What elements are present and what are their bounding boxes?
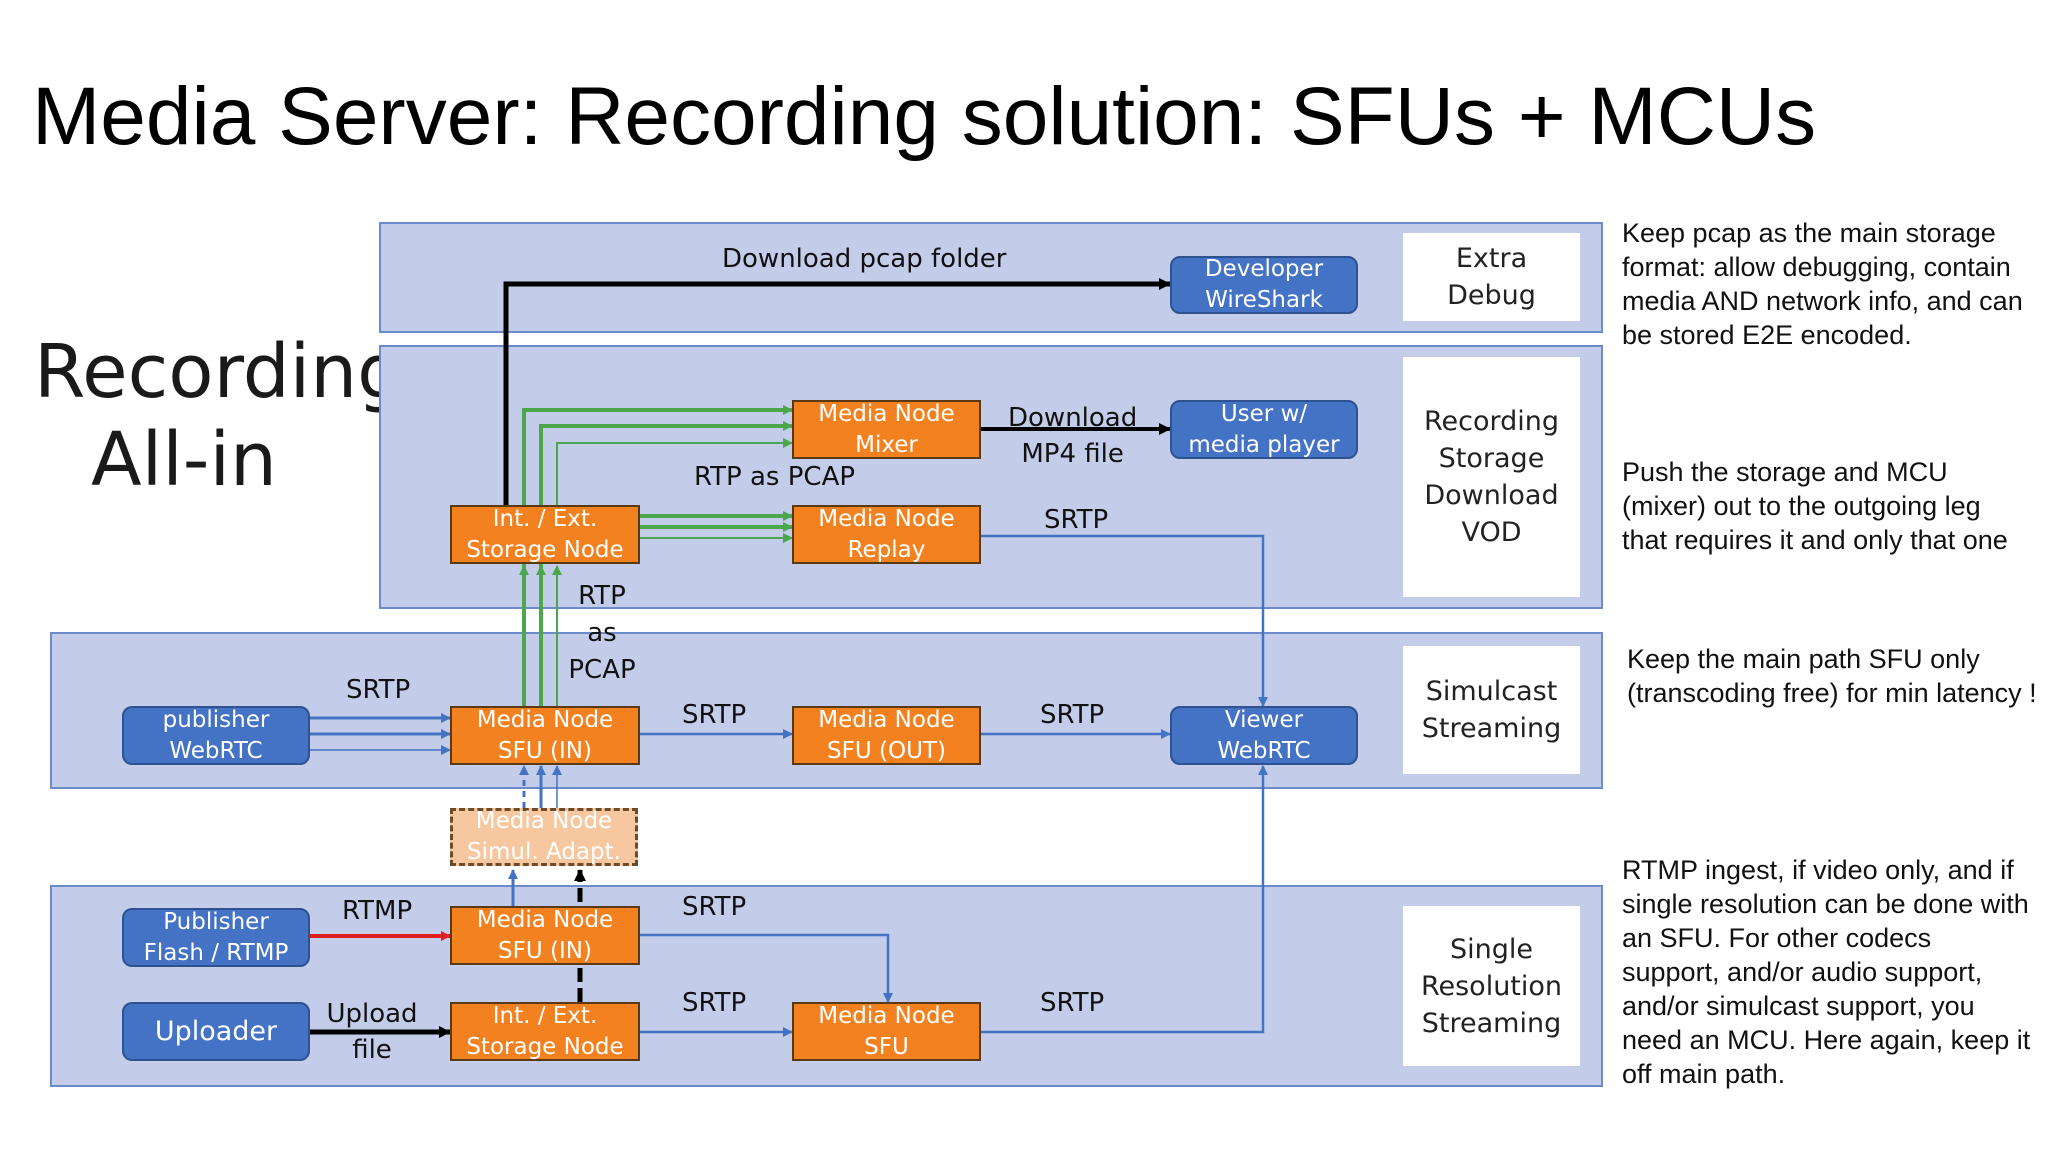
band-label-line: Download bbox=[1424, 480, 1559, 511]
node-label: WireShark bbox=[1205, 287, 1323, 313]
node-uploader: Uploader bbox=[122, 1002, 310, 1061]
edge-label-srtp-sfu-out-viewer: SRTP bbox=[1040, 700, 1105, 730]
edge-label-srtp-bottom-top: SRTP bbox=[682, 892, 747, 922]
page-title: Media Server: Recording solution: SFUs +… bbox=[32, 71, 1817, 162]
band-label-extra-debug: Extra Debug bbox=[1403, 233, 1580, 321]
edge-label-rtp-as-pcap: RTP as PCAP bbox=[694, 462, 856, 492]
band-label-line: Debug bbox=[1447, 280, 1536, 311]
side-title-line2: All-in bbox=[91, 417, 277, 503]
edge-label-line: Download bbox=[1008, 403, 1138, 433]
edge-label-srtp-bottom-right: SRTP bbox=[1040, 988, 1105, 1018]
node-label: SFU (IN) bbox=[498, 737, 592, 764]
band-label-line: VOD bbox=[1461, 517, 1522, 548]
edge-label-download-mp4: Download MP4 file bbox=[1008, 400, 1137, 472]
edge-label-upload-file: Upload file bbox=[322, 996, 422, 1068]
edge-label-line: Upload bbox=[326, 999, 418, 1029]
edge-label-line: as bbox=[587, 618, 617, 648]
edge-label-rtmp: RTMP bbox=[342, 896, 413, 926]
node-label: Storage Node bbox=[466, 1033, 624, 1060]
node-label: Media Node bbox=[818, 400, 955, 427]
edge-label-line: file bbox=[352, 1035, 392, 1065]
edge-label-line: RTP bbox=[578, 581, 626, 611]
node-storage-bottom: Int. / Ext. Storage Node bbox=[450, 1002, 640, 1061]
edge-label-download-pcap: Download pcap folder bbox=[722, 244, 1007, 274]
note-rtmp-ingest: RTMP ingest, if video only, and if singl… bbox=[1622, 855, 2031, 1089]
node-media-node-sfu-bottom: Media Node SFU bbox=[792, 1002, 981, 1061]
node-media-node-sfu-in: Media Node SFU (IN) bbox=[450, 706, 640, 765]
node-user-media-player: User w/ media player bbox=[1170, 400, 1358, 459]
node-label: Storage Node bbox=[466, 536, 624, 563]
edge-label-srtp-bottom-mid: SRTP bbox=[682, 988, 747, 1018]
band-label-line: Simulcast bbox=[1425, 676, 1558, 707]
edge-label-line: PCAP bbox=[568, 655, 636, 685]
node-label: Mixer bbox=[855, 431, 918, 458]
band-label-single-resolution: Single Resolution Streaming bbox=[1403, 906, 1580, 1066]
edge-label-srtp-replay: SRTP bbox=[1044, 505, 1109, 535]
node-label: Publisher bbox=[163, 908, 269, 935]
band-label-line: Recording bbox=[1423, 406, 1560, 437]
node-label: Media Node bbox=[475, 808, 613, 834]
node-label: SFU (OUT) bbox=[827, 737, 946, 764]
node-label: User w/ bbox=[1220, 400, 1308, 427]
node-label: Media Node bbox=[818, 1002, 955, 1029]
node-label: SFU (IN) bbox=[498, 937, 592, 964]
node-label: WebRTC bbox=[169, 737, 263, 764]
edge-label-rtp-as-pcap-vertical: RTP as PCAP bbox=[566, 578, 638, 689]
node-label: Media Node bbox=[476, 906, 614, 933]
band-label-line: Extra bbox=[1455, 243, 1528, 274]
node-developer-wireshark: Developer WireShark bbox=[1170, 256, 1358, 314]
node-label: Viewer bbox=[1224, 706, 1304, 733]
band-label-line: Single bbox=[1449, 933, 1533, 965]
note-main-path-sfu: Keep the main path SFU only (transcoding… bbox=[1627, 644, 2037, 708]
band-recording bbox=[379, 345, 1603, 609]
node-label: Flash / RTMP bbox=[143, 939, 289, 966]
node-label: WebRTC bbox=[1217, 737, 1311, 764]
band-label-line: Streaming bbox=[1421, 1007, 1562, 1039]
node-label: Simul. Adapt. bbox=[467, 839, 621, 865]
node-label: publisher bbox=[162, 706, 270, 733]
node-media-node-sfu-out: Media Node SFU (OUT) bbox=[792, 706, 981, 765]
band-label-simulcast: Simulcast Streaming bbox=[1403, 646, 1580, 774]
arrow-download-pcap bbox=[503, 278, 1171, 505]
note-pcap-storage: Keep pcap as the main storage format: al… bbox=[1622, 218, 2023, 350]
arrow-bottom-sfu-viewer bbox=[981, 765, 1268, 1034]
edge-label-line: MP4 file bbox=[1021, 439, 1124, 469]
node-media-node-replay: Media Node Replay bbox=[792, 505, 981, 564]
node-label: Replay bbox=[847, 536, 926, 563]
band-label-line: Storage bbox=[1438, 443, 1545, 474]
node-label: Int. / Ext. bbox=[492, 505, 598, 532]
node-label: media player bbox=[1188, 431, 1340, 458]
node-storage-top: Int. / Ext. Storage Node bbox=[450, 505, 640, 564]
node-label: Media Node bbox=[476, 706, 614, 733]
arrow-bottom-sfu-in-sfu bbox=[640, 933, 893, 1003]
node-label: Media Node bbox=[818, 706, 955, 733]
node-publisher-webrtc: publisher WebRTC bbox=[122, 706, 310, 765]
node-label: Media Node bbox=[818, 505, 955, 532]
band-label-recording: Recording Storage Download VOD bbox=[1403, 357, 1580, 597]
arrow-green-mixer-3 bbox=[556, 438, 793, 508]
band-label-line: Streaming bbox=[1421, 713, 1562, 744]
node-label: SFU bbox=[864, 1033, 909, 1060]
arrow-replay-viewer bbox=[981, 534, 1268, 707]
node-label: Int. / Ext. bbox=[492, 1002, 598, 1029]
node-viewer-webrtc: Viewer WebRTC bbox=[1170, 706, 1358, 765]
edge-label-srtp-sfu-in-out: SRTP bbox=[682, 700, 747, 730]
node-media-node-sfu-in-bottom: Media Node SFU (IN) bbox=[450, 906, 640, 965]
note-push-storage: Push the storage and MCU (mixer) out to … bbox=[1622, 457, 2008, 555]
node-label: Developer bbox=[1204, 256, 1324, 282]
node-publisher-flash-rtmp: Publisher Flash / RTMP bbox=[122, 908, 310, 967]
band-label-line: Resolution bbox=[1420, 970, 1563, 1002]
band-extra-debug bbox=[379, 222, 1603, 333]
node-media-node-simul-adapt: Media Node Simul. Adapt. bbox=[450, 808, 638, 866]
edge-label-srtp-publisher: SRTP bbox=[346, 675, 411, 705]
node-label: Uploader bbox=[154, 1016, 278, 1047]
node-media-node-mixer: Media Node Mixer bbox=[792, 400, 981, 459]
